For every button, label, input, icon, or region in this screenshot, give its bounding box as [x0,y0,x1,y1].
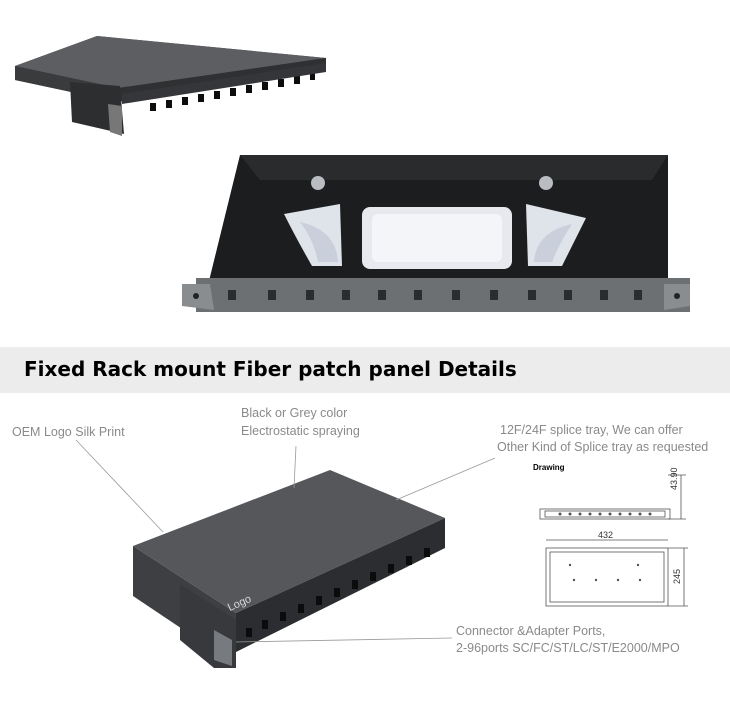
section-banner [0,347,730,393]
main-panel-bottom [133,470,445,668]
callout-tray-line2: Other Kind of Splice tray as requested [497,440,709,454]
callout-ports-line2: 2-96ports SC/FC/ST/LC/ST/E2000/MPO [456,641,680,655]
callout-oem-logo: OEM Logo Silk Print [12,425,125,439]
drawing-height-dim: 43.90 [669,467,679,490]
drawing-depth-dim: 245 [672,568,682,584]
callout-lines [75,439,496,643]
callout-color-line1: Black or Grey color [241,406,348,420]
open-panel [182,155,690,312]
callout-ports-line1: Connector &Adapter Ports, [456,624,606,638]
callout-tray-line1: 12F/24F splice tray, We can offer [500,423,683,437]
drawing-label: Drawing [533,463,565,472]
closed-panel-top [15,36,326,136]
callout-color-line2: Electrostatic spraying [241,424,360,438]
drawing-holes [558,512,652,582]
technical-drawing [539,474,688,607]
section-title: Fixed Rack mount Fiber patch panel Detai… [24,357,517,381]
drawing-width-dim: 432 [598,530,614,540]
